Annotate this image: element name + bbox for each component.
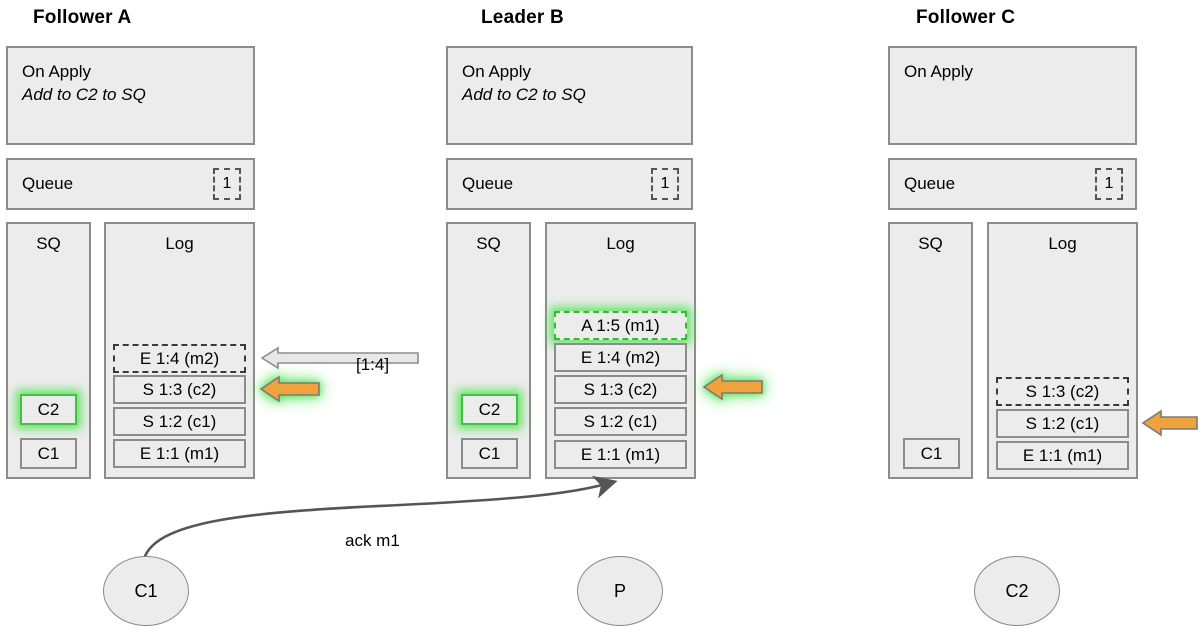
node-title-follower-a: Follower A (33, 7, 132, 28)
log-entry: S 1:3 (c2) (996, 377, 1129, 406)
apply-pointer-arrow-follower-a (259, 374, 321, 404)
client-node-c2: C2 (974, 556, 1060, 626)
queue-panel-leader-b: Queue 1 (446, 158, 693, 210)
log-entry: E 1:1 (m1) (113, 439, 246, 468)
apply-pointer-arrow-leader-b (702, 372, 764, 402)
log-entry: S 1:3 (c2) (113, 375, 246, 404)
log-entry: S 1:2 (c1) (996, 409, 1129, 438)
queue-label: Queue (904, 174, 956, 193)
log-header: Log (606, 234, 635, 253)
log-entry: A 1:5 (m1) (554, 311, 687, 340)
on-apply-heading: On Apply (462, 62, 531, 81)
log-header: Log (165, 234, 194, 253)
log-entry: S 1:2 (c1) (113, 407, 246, 436)
apply-pointer-arrow-follower-c (1141, 408, 1199, 438)
queue-count-badge: 1 (213, 168, 241, 200)
on-apply-panel-follower-c: On Apply (888, 46, 1137, 145)
on-apply-heading: On Apply (22, 62, 91, 81)
sq-column-follower-a: SQ (6, 222, 91, 479)
sq-header: SQ (36, 234, 61, 253)
queue-count-badge: 1 (1095, 168, 1123, 200)
ack-curve-label: ack m1 (345, 531, 400, 550)
queue-label: Queue (462, 174, 514, 193)
queue-label: Queue (22, 174, 74, 193)
replicate-arrow-label: [1:4] (356, 355, 390, 374)
sq-cell: C2 (20, 394, 77, 425)
sq-cell: C1 (903, 438, 960, 469)
log-header: Log (1048, 234, 1077, 253)
sq-cell: C2 (461, 394, 518, 425)
on-apply-action: Add to C2 to SQ (462, 85, 586, 104)
sq-column-leader-b: SQ (446, 222, 531, 479)
on-apply-panel-leader-b: On Apply Add to C2 to SQ (446, 46, 693, 145)
log-entry: E 1:1 (m1) (554, 440, 687, 469)
sq-column-follower-c: SQ (888, 222, 973, 479)
replicate-arrow-gray (260, 346, 419, 370)
log-entry: E 1:4 (m2) (554, 343, 687, 372)
sq-cell: C1 (20, 438, 77, 469)
queue-panel-follower-a: Queue 1 (6, 158, 255, 210)
queue-panel-follower-c: Queue 1 (888, 158, 1137, 210)
queue-count-badge: 1 (651, 168, 679, 200)
sq-header: SQ (918, 234, 943, 253)
log-entry: S 1:2 (c1) (554, 407, 687, 436)
on-apply-panel-follower-a: On Apply Add to C2 to SQ (6, 46, 255, 145)
client-node-p: P (577, 556, 663, 626)
sq-cell: C1 (461, 438, 518, 469)
log-entry: E 1:1 (m1) (996, 441, 1129, 470)
client-node-c1: C1 (103, 556, 189, 626)
log-entry: E 1:4 (m2) (113, 344, 246, 373)
node-title-follower-c: Follower C (916, 7, 1016, 28)
on-apply-action: Add to C2 to SQ (22, 85, 146, 104)
log-entry: S 1:3 (c2) (554, 375, 687, 404)
sq-header: SQ (476, 234, 501, 253)
node-title-leader-b: Leader B (481, 7, 564, 28)
on-apply-heading: On Apply (904, 62, 973, 81)
